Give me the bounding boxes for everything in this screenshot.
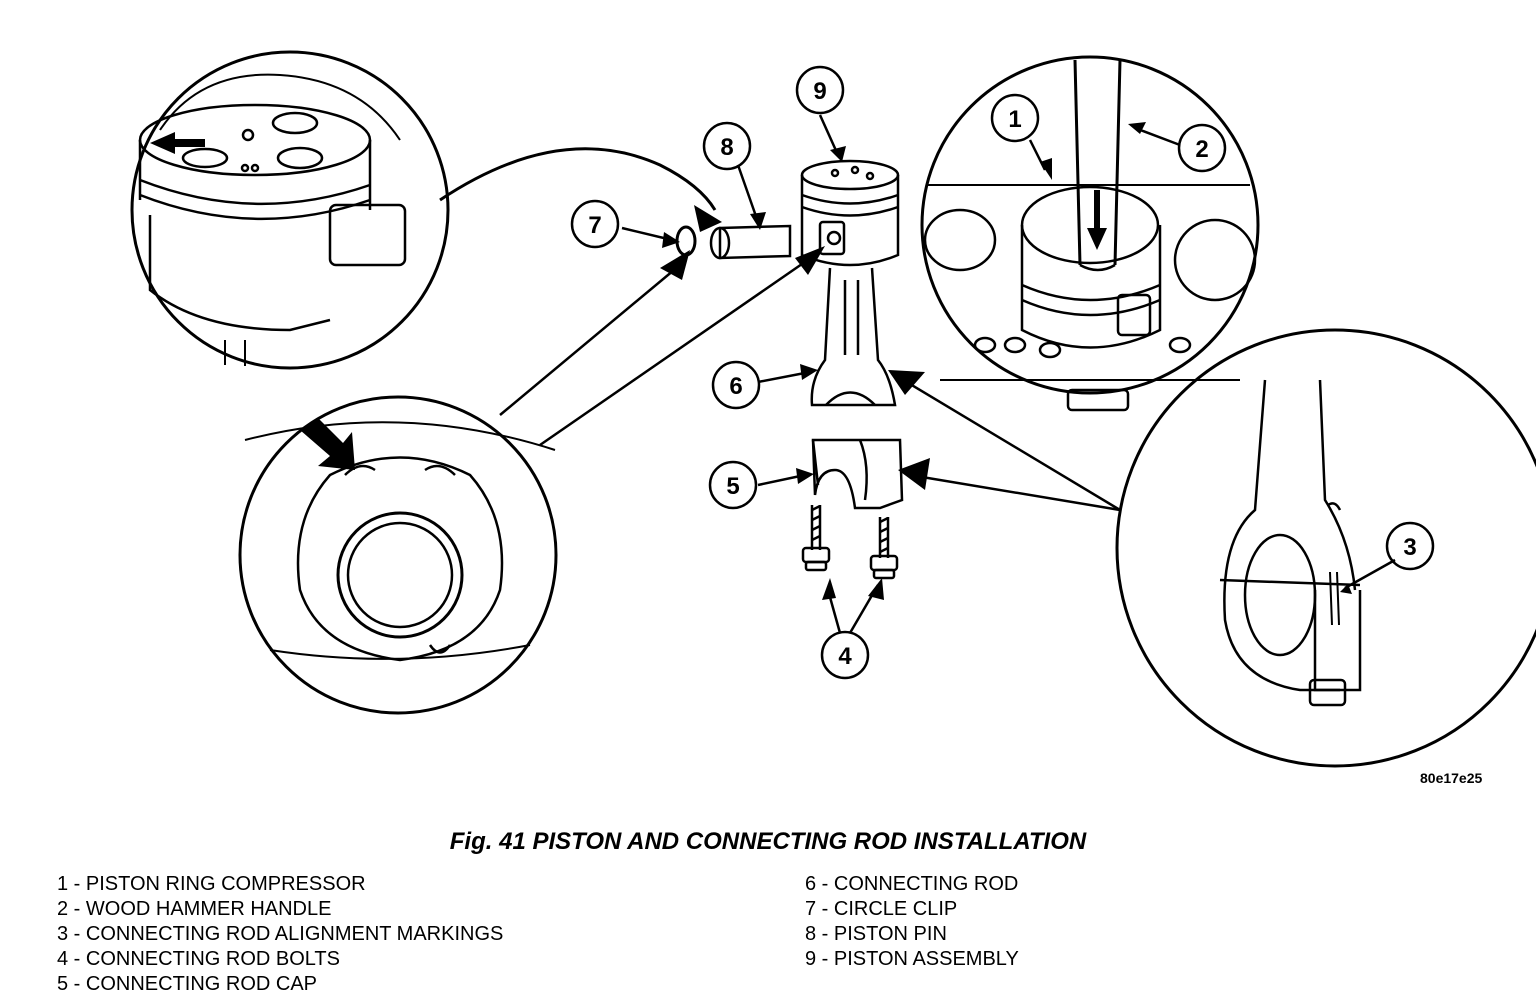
piston-assembly [800, 159, 900, 267]
svg-text:8: 8 [720, 134, 733, 161]
legend-item: 2 - WOOD HAMMER HANDLE [57, 898, 332, 920]
leader-arrowheads [662, 122, 1352, 600]
legend-item: 8 - PISTON PIN [805, 923, 947, 945]
figure-code: 80e17e25 [1420, 770, 1483, 786]
svg-text:5: 5 [726, 473, 739, 500]
connecting-rod [810, 267, 897, 407]
piston-pin [709, 224, 792, 260]
figure-caption: Fig. 41 PISTON AND CONNECTING ROD INSTAL… [449, 828, 1087, 855]
svg-text:9: 9 [813, 78, 826, 105]
detail-ring-compressor [920, 55, 1260, 412]
detail-alignment-marks [1115, 328, 1536, 768]
rod-notch-arrow [300, 418, 355, 470]
connector-arrowheads [660, 205, 930, 490]
callout-8: 8 [702, 121, 752, 171]
callout-1: 1 [990, 93, 1040, 143]
svg-text:6: 6 [729, 373, 742, 400]
svg-text:1: 1 [1008, 106, 1021, 133]
callout-2: 2 [1177, 123, 1227, 173]
legend-item: 5 - CONNECTING ROD CAP [57, 973, 318, 995]
legend-item: 3 - CONNECTING ROD ALIGNMENT MARKINGS [57, 923, 504, 945]
rod-cap [811, 438, 904, 510]
exploded-piston-diagram: 1 2 3 4 5 6 7 8 9 [130, 50, 1536, 768]
legend-right: 6 - CONNECTING ROD 7 - CIRCLE CLIP 8 - P… [805, 872, 1019, 972]
callout-4: 4 [820, 630, 870, 680]
rod-bolts [801, 504, 899, 580]
connector-lines [439, 147, 1121, 512]
legend-item: 1 - PISTON RING COMPRESSOR [57, 873, 366, 895]
svg-text:3: 3 [1403, 534, 1416, 561]
callout-3: 3 [1385, 521, 1435, 571]
detail-rod-notch [238, 395, 558, 715]
legend-item: 7 - CIRCLE CLIP [805, 898, 958, 920]
svg-text:2: 2 [1195, 136, 1208, 163]
circle-clip [675, 225, 697, 257]
legend-item: 9 - PISTON ASSEMBLY [805, 948, 1019, 970]
hammer-push-arrow [1087, 190, 1107, 250]
legend-item: 4 - CONNECTING ROD BOLTS [57, 948, 340, 970]
callout-6: 6 [711, 360, 761, 410]
callout-5: 5 [708, 460, 758, 510]
detail-piston-top [130, 50, 450, 370]
piston-notch-arrow [150, 132, 205, 154]
legend-left: 1 - PISTON RING COMPRESSOR 2 - WOOD HAMM… [57, 872, 503, 997]
callout-7: 7 [570, 199, 620, 249]
callout-9: 9 [795, 65, 845, 115]
svg-text:4: 4 [838, 643, 852, 670]
svg-text:7: 7 [588, 212, 601, 239]
legend-item: 6 - CONNECTING ROD [805, 873, 1019, 895]
